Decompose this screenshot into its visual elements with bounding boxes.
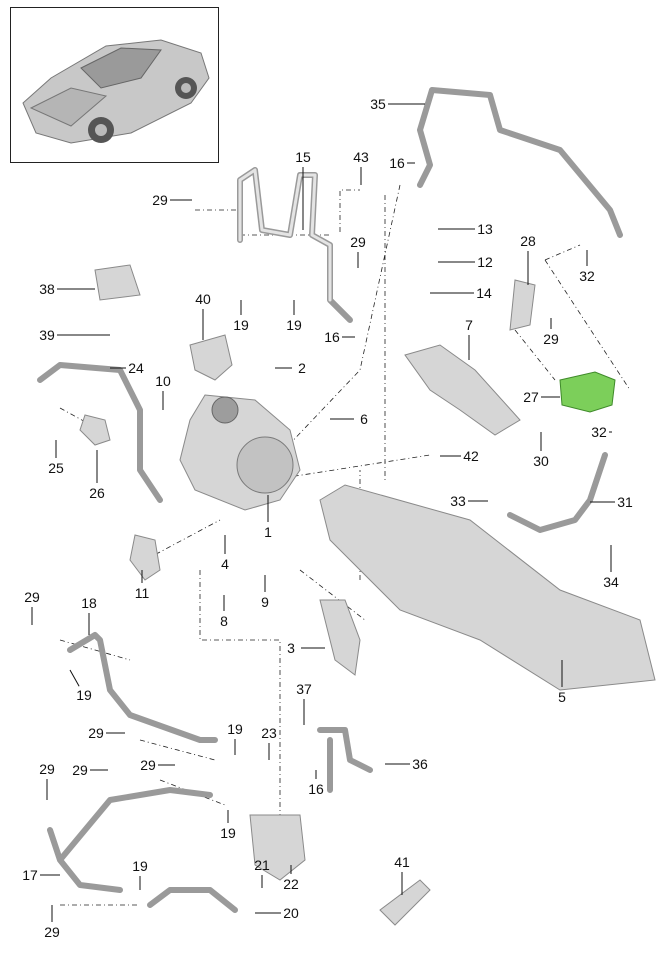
callout-19[interactable]: 19 — [220, 825, 236, 841]
callout-13[interactable]: 13 — [477, 221, 493, 237]
callout-19[interactable]: 19 — [227, 721, 243, 737]
callout-6[interactable]: 6 — [360, 411, 368, 427]
callout-29[interactable]: 29 — [140, 757, 156, 773]
callout-35[interactable]: 35 — [370, 96, 386, 112]
callout-4[interactable]: 4 — [221, 556, 229, 572]
callout-38[interactable]: 38 — [39, 281, 55, 297]
callout-11[interactable]: 11 — [135, 585, 150, 601]
callout-36[interactable]: 36 — [412, 756, 428, 772]
callout-22[interactable]: 22 — [283, 876, 299, 892]
callout-29[interactable]: 29 — [543, 331, 559, 347]
callout-18[interactable]: 18 — [81, 595, 97, 611]
parts-drawing — [37, 87, 656, 926]
callout-37[interactable]: 37 — [296, 681, 312, 697]
callout-16[interactable]: 16 — [324, 329, 340, 345]
callout-10[interactable]: 10 — [155, 373, 171, 389]
callout-29[interactable]: 29 — [88, 725, 104, 741]
callout-42[interactable]: 42 — [463, 448, 479, 464]
callout-7[interactable]: 7 — [465, 317, 473, 333]
callout-34[interactable]: 34 — [603, 574, 619, 590]
callout-29[interactable]: 29 — [152, 192, 168, 208]
callout-3[interactable]: 3 — [287, 640, 295, 656]
callout-29[interactable]: 29 — [39, 761, 55, 777]
callout-30[interactable]: 30 — [533, 453, 549, 469]
car-icon — [22, 39, 210, 144]
highlighted-part-27[interactable] — [559, 371, 616, 413]
callout-12[interactable]: 12 — [477, 254, 493, 270]
callout-33[interactable]: 33 — [450, 493, 466, 509]
callout-39[interactable]: 39 — [39, 327, 55, 343]
callout-19[interactable]: 19 — [76, 687, 92, 703]
callout-9[interactable]: 9 — [261, 594, 269, 610]
callout-29[interactable]: 29 — [72, 762, 88, 778]
callout-29[interactable]: 29 — [350, 234, 366, 250]
callout-43[interactable]: 43 — [353, 149, 369, 165]
callout-16[interactable]: 16 — [389, 155, 405, 171]
callout-23[interactable]: 23 — [261, 725, 277, 741]
vehicle-overview-thumbnail — [10, 7, 219, 163]
callout-19[interactable]: 19 — [233, 317, 249, 333]
callout-5[interactable]: 5 — [558, 689, 566, 705]
callout-20[interactable]: 20 — [283, 905, 299, 921]
leader-line — [69, 669, 80, 687]
callout-21[interactable]: 21 — [254, 857, 270, 873]
callout-28[interactable]: 28 — [520, 233, 536, 249]
callout-14[interactable]: 14 — [476, 285, 492, 301]
callout-40[interactable]: 40 — [195, 291, 211, 307]
callout-32[interactable]: 32 — [591, 424, 607, 440]
callout-29[interactable]: 29 — [24, 589, 40, 605]
callout-29[interactable]: 29 — [44, 924, 60, 940]
callout-25[interactable]: 25 — [48, 460, 64, 476]
callout-19[interactable]: 19 — [132, 858, 148, 874]
callout-32[interactable]: 32 — [579, 268, 595, 284]
callout-15[interactable]: 15 — [295, 149, 311, 165]
callout-17[interactable]: 17 — [22, 867, 38, 883]
callout-26[interactable]: 26 — [89, 485, 105, 501]
callout-31[interactable]: 31 — [617, 494, 633, 510]
callout-24[interactable]: 24 — [128, 360, 144, 376]
callout-1[interactable]: 1 — [264, 524, 272, 540]
callout-19[interactable]: 19 — [286, 317, 302, 333]
callout-27[interactable]: 27 — [523, 389, 539, 405]
callout-41[interactable]: 41 — [394, 854, 410, 870]
callout-16[interactable]: 16 — [308, 781, 324, 797]
callout-8[interactable]: 8 — [220, 613, 228, 629]
callout-2[interactable]: 2 — [298, 360, 306, 376]
leader-lines — [31, 103, 615, 922]
